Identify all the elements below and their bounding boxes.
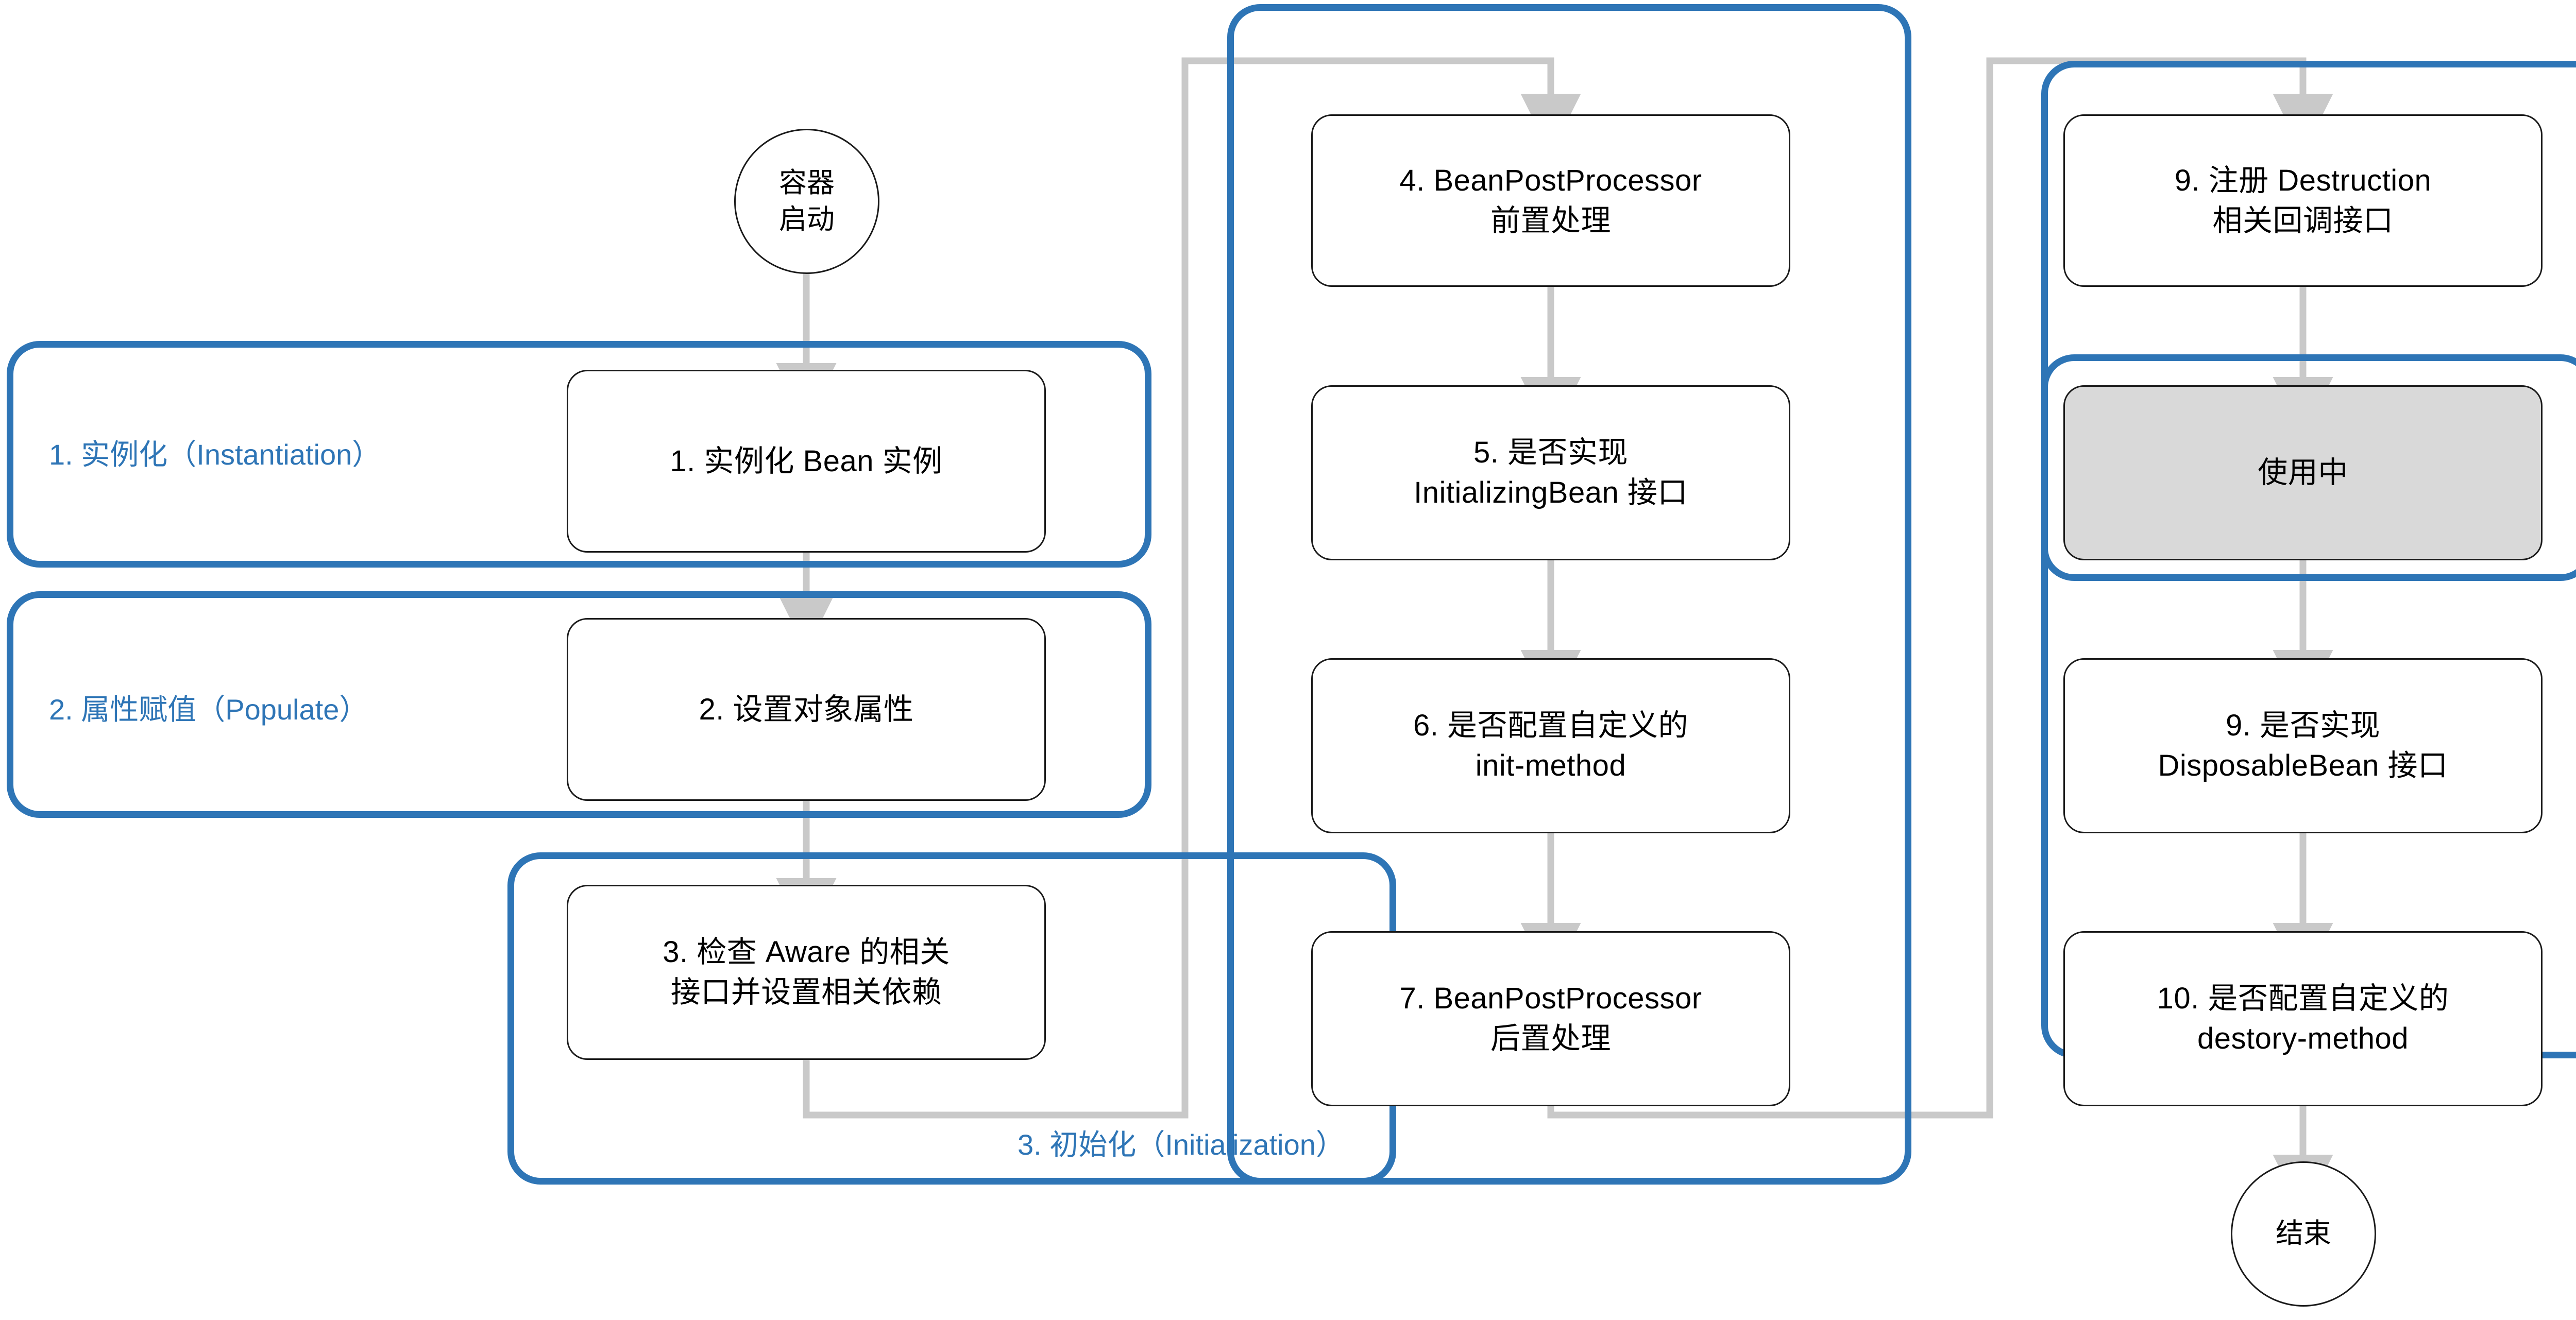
caption-text: 2. 属性赋值（Populate） <box>49 693 368 726</box>
node-register-destruction-callbacks[interactable]: 9. 注册 Destruction 相关回调接口 <box>2063 114 2543 287</box>
node-label: 10. 是否配置自定义的 destory-method <box>2157 982 2449 1055</box>
node-beanpostprocessor-before[interactable]: 4. BeanPostProcessor 前置处理 <box>1311 114 1790 287</box>
node-aware-interfaces[interactable]: 3. 检查 Aware 的相关 接口并设置相关依赖 <box>567 885 1046 1060</box>
node-beanpostprocessor-after[interactable]: 7. BeanPostProcessor 后置处理 <box>1311 931 1790 1106</box>
node-set-properties[interactable]: 2. 设置对象属性 <box>567 618 1046 801</box>
node-initializingbean[interactable]: 5. 是否实现 InitializingBean 接口 <box>1311 385 1790 560</box>
caption-initialization: 3. 初始化（Initialization） <box>1018 1130 1345 1159</box>
terminator-start-label: 容器 启动 <box>779 167 835 235</box>
phase-container-initialization-upper <box>1227 4 1911 1185</box>
node-in-use[interactable]: 使用中 <box>2063 385 2543 560</box>
terminator-start: 容器 启动 <box>734 129 879 274</box>
node-disposablebean[interactable]: 9. 是否实现 DisposableBean 接口 <box>2063 658 2543 833</box>
node-label: 1. 实例化 Bean 实例 <box>670 444 943 478</box>
node-label: 9. 是否实现 DisposableBean 接口 <box>2158 709 2448 782</box>
caption-text: 3. 初始化（Initialization） <box>1018 1128 1345 1161</box>
node-init-method[interactable]: 6. 是否配置自定义的 init-method <box>1311 658 1790 833</box>
node-label: 9. 注册 Destruction 相关回调接口 <box>2174 163 2432 237</box>
caption-instantiation: 1. 实例化（Instantiation） <box>49 440 381 469</box>
phase-container-initialization <box>507 852 1396 1185</box>
node-destroy-method[interactable]: 10. 是否配置自定义的 destory-method <box>2063 931 2543 1106</box>
caption-populate: 2. 属性赋值（Populate） <box>49 695 368 724</box>
terminator-end-label: 结束 <box>2276 1218 2331 1249</box>
phase-container-instantiation <box>7 341 1151 568</box>
node-label: 使用中 <box>2258 456 2348 490</box>
caption-text: 1. 实例化（Instantiation） <box>49 438 381 471</box>
terminator-end: 结束 <box>2231 1161 2376 1307</box>
node-label: 5. 是否实现 InitializingBean 接口 <box>1414 436 1688 509</box>
node-label: 7. BeanPostProcessor 后置处理 <box>1399 982 1702 1055</box>
node-label: 2. 设置对象属性 <box>699 692 914 726</box>
node-instantiate-bean[interactable]: 1. 实例化 Bean 实例 <box>567 370 1046 553</box>
phase-container-populate <box>7 591 1151 818</box>
node-label: 6. 是否配置自定义的 init-method <box>1413 709 1688 782</box>
node-label: 4. BeanPostProcessor 前置处理 <box>1399 163 1702 237</box>
node-label: 3. 检查 Aware 的相关 接口并设置相关依赖 <box>663 935 950 1009</box>
